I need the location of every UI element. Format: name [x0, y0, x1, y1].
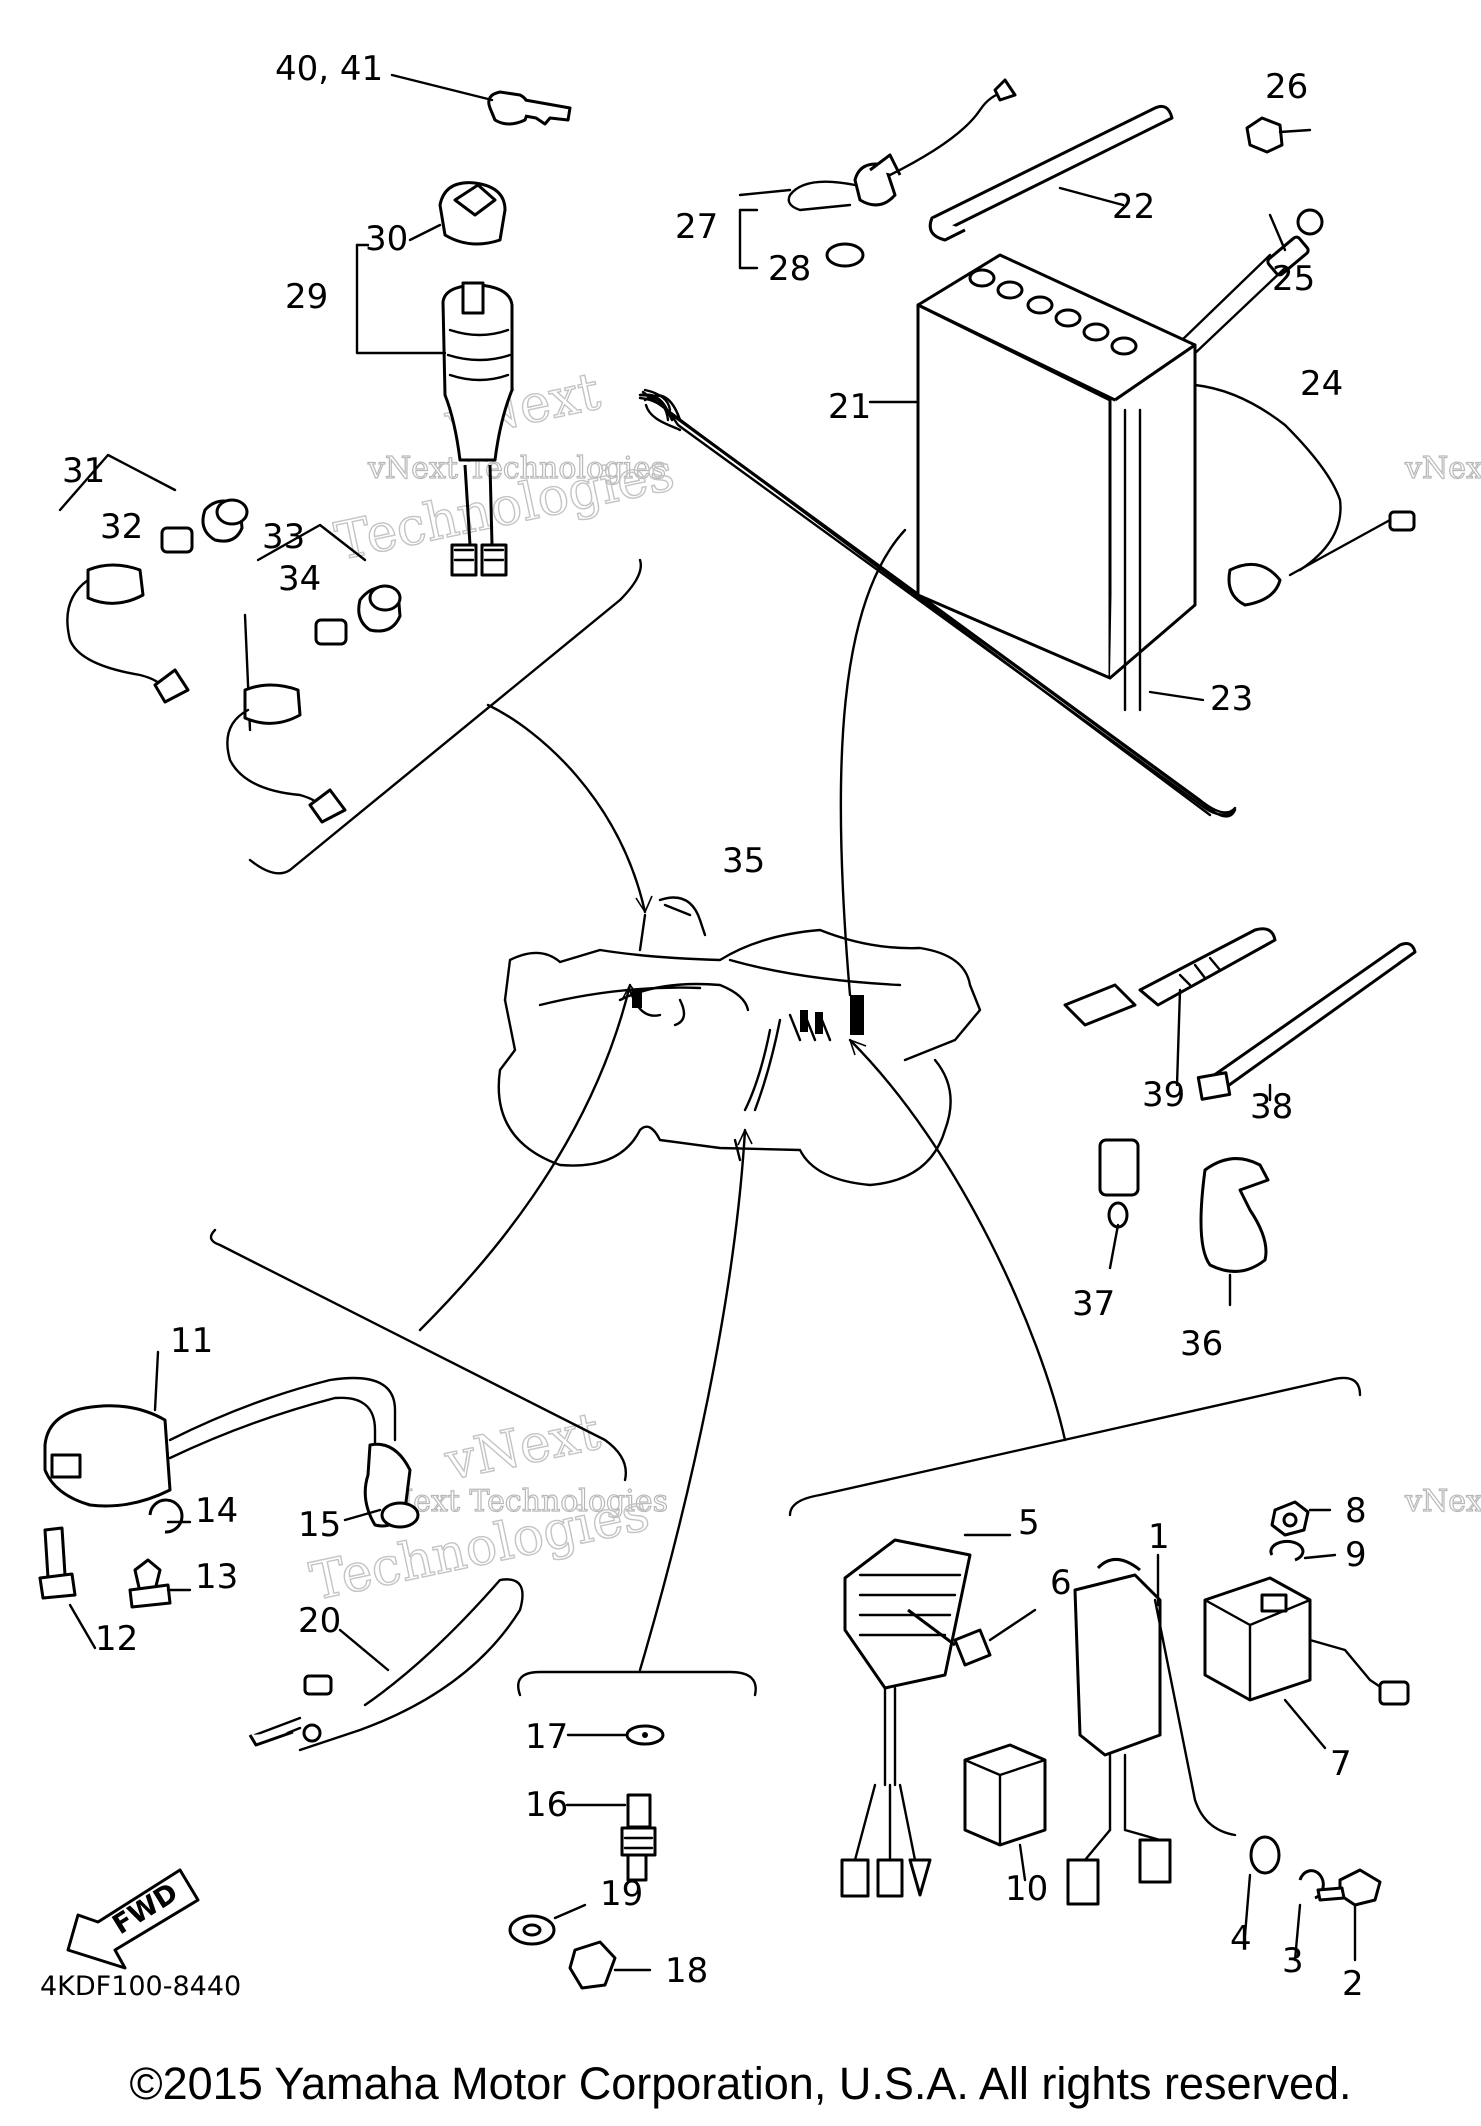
screw-part-6 — [907, 1608, 1037, 1667]
watermark-short: vNext — [1404, 1484, 1481, 1519]
callout-34: 34 — [278, 559, 321, 599]
callout-15: 15 — [298, 1505, 341, 1545]
callout-18: 18 — [665, 1951, 708, 1991]
callout-32: 32 — [100, 507, 143, 547]
callout-36: 36 — [1180, 1324, 1223, 1364]
callout-26: 26 — [1265, 67, 1308, 107]
tie-strap-parts — [1063, 927, 1417, 1102]
callout-13: 13 — [195, 1557, 238, 1597]
callout-17: 17 — [525, 1717, 568, 1757]
ignition-coil-part — [43, 1350, 420, 1529]
callout-12: 12 — [95, 1619, 138, 1659]
atv-harness — [497, 896, 982, 1187]
callout-6: 6 — [1050, 1563, 1072, 1603]
battery-part — [868, 253, 1416, 712]
callout-5: 5 — [1018, 1503, 1040, 1543]
callout-24: 24 — [1300, 364, 1343, 404]
callout-16: 16 — [525, 1785, 568, 1825]
watermark-short: vNext — [1404, 451, 1481, 486]
leader-curves — [418, 528, 1067, 1672]
callout-40-41: 40, 41 — [275, 49, 383, 89]
callout-4: 4 — [1230, 1919, 1252, 1959]
callout-35: 35 — [722, 841, 765, 881]
callout-11: 11 — [170, 1321, 213, 1361]
cdi-unit-part — [1066, 1553, 1172, 1906]
callout-10: 10 — [1005, 1869, 1048, 1909]
drawing-code: 4KDF100-8440 — [40, 1971, 241, 2002]
callout-22: 22 — [1112, 187, 1155, 227]
bolt-cable-parts — [1118, 116, 1324, 412]
callout-28: 28 — [768, 249, 811, 289]
group-brackets — [209, 388, 1362, 1697]
callout-25: 25 — [1272, 259, 1315, 299]
callout-33: 33 — [262, 517, 305, 557]
callout-23: 23 — [1210, 679, 1253, 719]
callout-38: 38 — [1250, 1087, 1293, 1127]
washer-bolt-parts — [1153, 1598, 1382, 1962]
copyright-notice: ©2015 Yamaha Motor Corporation, U.S.A. A… — [129, 2058, 1352, 2109]
ground-cable-part — [248, 1578, 524, 1752]
callout-30: 30 — [365, 219, 408, 259]
callout-9: 9 — [1345, 1535, 1367, 1575]
fwd-arrow: FWD — [66, 1868, 200, 1970]
main-switch-part — [355, 181, 514, 577]
watermark-short: vNext — [439, 1402, 605, 1493]
callout-8: 8 — [1345, 1491, 1367, 1531]
callout-20: 20 — [298, 1601, 341, 1641]
connector-parts — [58, 453, 402, 824]
callout-39: 39 — [1142, 1075, 1185, 1115]
callout-3: 3 — [1282, 1941, 1304, 1981]
callout-19: 19 — [600, 1874, 643, 1914]
starter-relay-part — [1203, 1500, 1410, 1750]
callout-1: 1 — [1148, 1517, 1170, 1557]
callout-14: 14 — [195, 1491, 238, 1531]
callout-7: 7 — [1330, 1744, 1352, 1784]
relay-part — [963, 1743, 1047, 1882]
sensor-strap-parts — [738, 78, 1174, 270]
callout-37: 37 — [1072, 1284, 1115, 1324]
callout-31: 31 — [62, 451, 105, 491]
callout-21: 21 — [828, 387, 871, 427]
callout-2: 2 — [1342, 1964, 1364, 2004]
callout-29: 29 — [285, 277, 328, 317]
spark-plug-parts — [508, 1724, 665, 1990]
rectifier-part — [840, 1533, 1012, 1898]
callout-labels: 40, 41 30 29 31 32 33 34 27 28 22 26 25 … — [40, 49, 1367, 2004]
clamp-parts — [1098, 1138, 1270, 1307]
key-part — [390, 73, 572, 126]
coil-fasteners — [38, 1498, 192, 1650]
watermark-text: vNext Technologies — [367, 451, 666, 486]
callout-27: 27 — [675, 207, 718, 247]
